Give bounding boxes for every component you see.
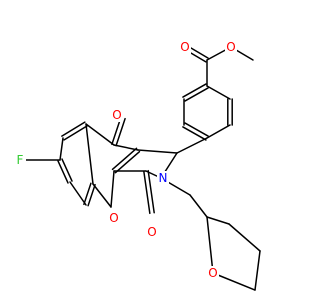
chromene-ring-o-atom-label: O	[109, 211, 118, 225]
fluorine-label-background	[14, 153, 26, 167]
ester-carbonyl-o-label-background	[179, 40, 191, 54]
bond-b1-b2	[184, 87, 209, 102]
ester-carbonyl-o-atom-label: O	[180, 40, 189, 54]
bond-Ot-Ct1	[206, 216, 214, 274]
bond-C5-C6	[59, 137, 64, 161]
bond-CH2-Ct1	[189, 194, 208, 218]
bond-layer	[19, 44, 261, 291]
bond-C4a-C8a	[85, 123, 94, 185]
chromene-ring-o-label-background	[108, 211, 120, 225]
bond-b3-b4	[182, 126, 207, 141]
bond-C8a-C5	[63, 125, 88, 141]
bond-C7-C8	[69, 181, 87, 206]
bond-C3-O3	[147, 169, 155, 214]
bond-C3a-C9a	[111, 147, 138, 171]
bond-b3-b4	[184, 122, 209, 137]
fluorine-atom-label: F	[17, 153, 24, 167]
bond-C6-C7	[57, 160, 69, 184]
ester-methoxy-o-atom-label: O	[226, 40, 235, 54]
pyrrolidinone-n-label-background	[157, 171, 169, 185]
bond-C4a-O4	[92, 183, 112, 208]
molecule-structure-diagram: O O O F N O O O	[14, 40, 261, 291]
pyrrolidinone-n-atom-label: N	[159, 171, 168, 185]
bond-Ct3-Ct4	[254, 250, 261, 291]
bond-Ct4-Ot	[212, 272, 256, 291]
bond-C8-C4a	[87, 183, 96, 207]
bond-C8-C4a	[83, 182, 92, 206]
bond-b4-b5	[206, 124, 231, 139]
ketone-o-label-background	[111, 108, 123, 122]
bond-C8a-C5	[61, 121, 86, 137]
bond-Ct2-Ct3	[228, 223, 261, 252]
thf-ring-o-atom-label: O	[208, 266, 217, 280]
bond-C3-O3	[143, 170, 151, 215]
bond-b1-b2	[182, 83, 207, 98]
bond-C3a-C9a	[114, 150, 141, 174]
bond-C9-O9	[115, 117, 126, 147]
bond-b4-C1p	[176, 137, 208, 154]
bond-b6-b1	[206, 85, 231, 100]
bond-C9a-C9	[113, 144, 139, 151]
thf-ring-o-label-background	[207, 266, 219, 280]
lactam-o-label-background	[146, 225, 158, 239]
bond-Ct1-Ct2	[206, 216, 230, 225]
bond-O4-C3a	[110, 170, 115, 208]
ketone-o-atom-label: O	[112, 108, 121, 122]
atom-label-layer: O O O F N O O O	[14, 40, 237, 280]
ester-methoxy-o-label-background	[225, 40, 237, 54]
lactam-o-atom-label: O	[147, 225, 156, 239]
bond-C6-C7	[61, 158, 73, 182]
bond-C9-C8a	[85, 123, 115, 146]
bond-C1p-C9a	[137, 149, 178, 154]
